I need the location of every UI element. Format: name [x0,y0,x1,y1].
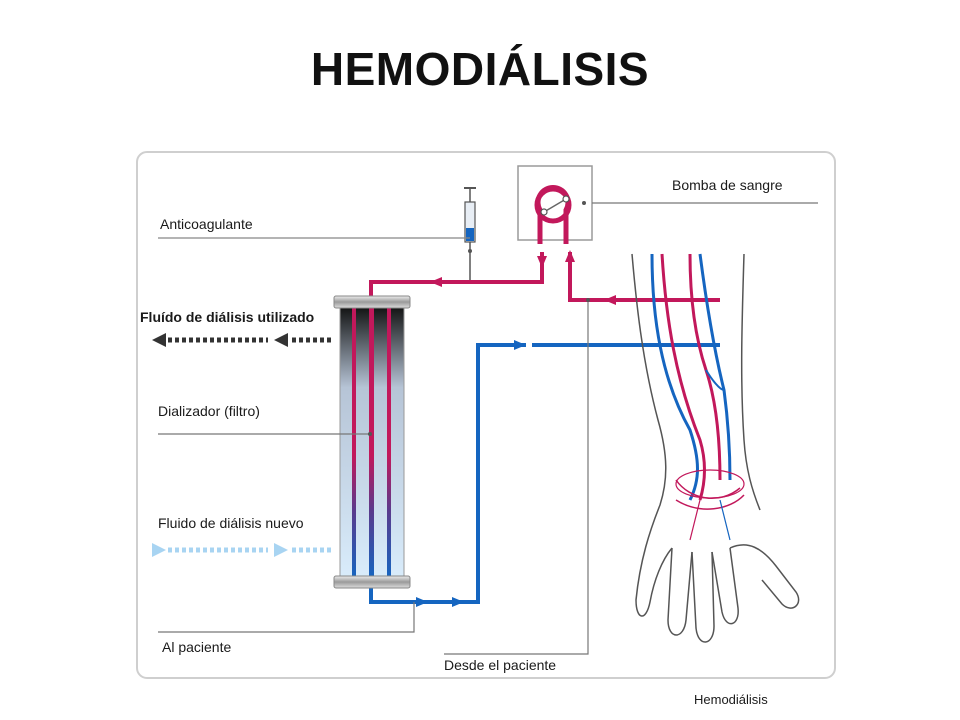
label-to-patient: Al paciente [162,639,231,655]
new-fluid-flow [152,543,332,557]
figure-caption: Hemodiálisis [694,692,768,707]
label-from-patient: Desde el paciente [444,657,556,673]
arterial-line [369,250,720,305]
label-anticoagulant: Anticoagulante [160,216,253,232]
arm-vessels [650,253,745,541]
slide-title: HEMODIÁLISIS [310,43,650,95]
arm-illustration [631,253,800,643]
label-new-fluid: Fluido de diálisis nuevo [158,515,304,531]
blood-pump [517,165,593,244]
used-fluid-flow [152,333,332,347]
venous-line [369,340,720,607]
syringe-icon [464,187,476,280]
dialyzer [333,295,411,589]
diagram-frame [136,151,836,679]
label-dialyzer: Dializador (filtro) [158,403,260,419]
label-blood-pump: Bomba de sangre [672,177,783,193]
label-used-fluid: Fluído de diálisis utilizado [140,309,314,325]
